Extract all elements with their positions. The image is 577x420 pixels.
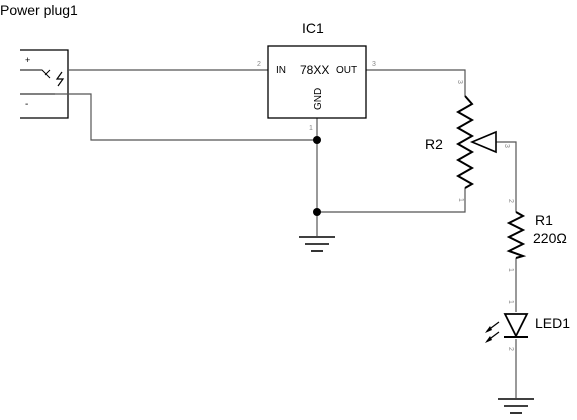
resistor-pin-bottom-number: 1: [507, 268, 514, 272]
power-plug-label: Power plug1: [0, 2, 78, 18]
power-plug-minus-label: -: [25, 99, 28, 110]
regulator-pin-in-number: 2: [257, 61, 261, 68]
wires: [55, 69, 517, 398]
regulator-pin-gnd-label: GND: [313, 88, 324, 110]
regulator-pin-out-label: OUT: [336, 65, 357, 76]
regulator-pin-gnd-number: 1: [309, 125, 313, 132]
resistor-pin-top-number: 2: [507, 199, 514, 203]
junction-dot-icon: [313, 208, 321, 216]
potentiometer-pin-bottom-number: 1: [457, 198, 464, 202]
potentiometer-wiper-arrow: [469, 130, 497, 154]
power-plug-plus-label: +: [25, 55, 30, 65]
led-pin-top-number: 1: [507, 300, 514, 304]
potentiometer-name: R2: [425, 136, 443, 152]
resistor-name: R1: [535, 212, 553, 228]
regulator-part-label: 78XX: [300, 63, 329, 77]
resistor-zigzag: [506, 211, 527, 259]
power-plug-icon: + -: [20, 49, 69, 119]
wire-out-to-r2: [366, 69, 466, 96]
regulator-name: IC1: [302, 20, 324, 36]
potentiometer-pin-top-number: 3: [456, 80, 463, 84]
regulator-pin-out-number: 3: [372, 61, 376, 68]
wire-plug-to-ground: [55, 93, 317, 141]
led-triangle: [503, 313, 529, 339]
potentiometer-pin-wiper-number: 3: [503, 144, 510, 148]
voltage-regulator: IC1 IN 78XX OUT GND 2 3 1: [257, 20, 376, 132]
regulator-pin-in-label: IN: [276, 65, 286, 76]
junction-dot-icon: [313, 136, 321, 144]
regulator-body: [267, 45, 367, 119]
power-plug: Power plug1 + -: [0, 2, 78, 119]
led-pin-bottom-number: 2: [507, 347, 514, 351]
led-name: LED1: [535, 315, 570, 331]
wire-r2-bottom: [317, 188, 466, 213]
led: LED1 1 2: [485, 300, 570, 351]
wire-wiper-to-r1: [496, 141, 517, 212]
ground-symbol-icon: [498, 398, 534, 414]
resistor-value: 220Ω: [533, 230, 567, 246]
potentiometer: R2 3 3 1: [425, 80, 510, 202]
led-emission-arrows-icon: [485, 321, 500, 343]
resistor: R1 220Ω 2 1: [506, 199, 567, 272]
potentiometer-zigzag: [455, 95, 475, 189]
ground-symbol-icon: [299, 236, 335, 252]
